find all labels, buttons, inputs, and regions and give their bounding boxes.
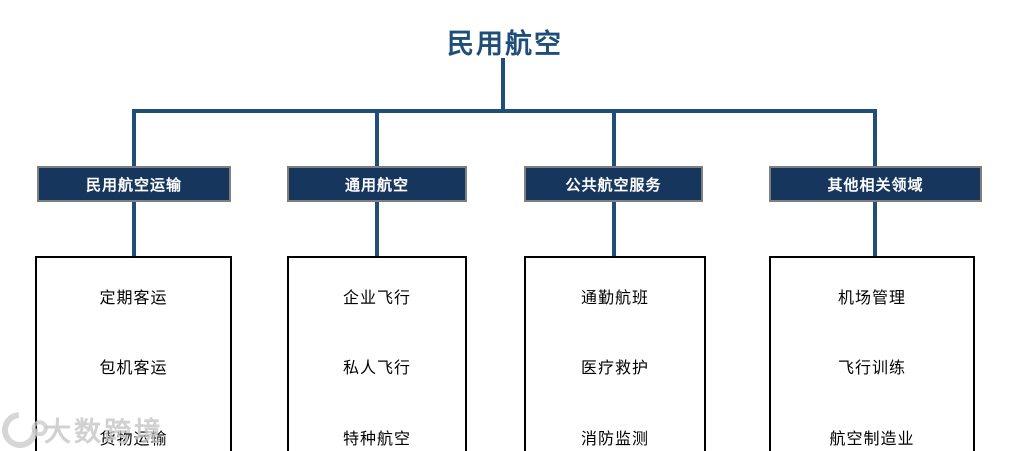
connector-branch-line <box>375 111 379 166</box>
category-label: 通用航空 <box>344 176 409 194</box>
list-item: 机场管理 <box>837 290 906 307</box>
items-box-public-services: 通勤航班 医疗救护 消防监测 <box>524 256 706 451</box>
category-box-other-fields: 其他相关领域 <box>769 166 982 202</box>
list-item: 航空制造业 <box>829 431 915 448</box>
list-item: 货物运输 <box>99 431 168 448</box>
connector-branch-line <box>132 111 136 166</box>
list-item: 消防监测 <box>580 431 649 448</box>
list-item: 通勤航班 <box>580 290 649 307</box>
list-item: 包机客运 <box>99 360 168 377</box>
items-box-other-fields: 机场管理 飞行训练 航空制造业 <box>769 256 975 451</box>
connector-branch-line <box>873 202 877 256</box>
connector-branch-line <box>612 202 616 256</box>
connector-branch-line <box>375 202 379 256</box>
category-label: 公共航空服务 <box>565 176 662 194</box>
list-item: 私人飞行 <box>342 360 411 377</box>
items-box-civil-transport: 定期客运 包机客运 货物运输 <box>35 256 232 451</box>
category-box-general-aviation: 通用航空 <box>287 166 467 202</box>
category-box-civil-transport: 民用航空运输 <box>37 166 231 202</box>
list-item: 定期客运 <box>99 290 168 307</box>
category-box-public-services: 公共航空服务 <box>524 166 703 202</box>
category-label: 民用航空运输 <box>85 176 182 194</box>
category-label: 其他相关领域 <box>827 176 924 194</box>
connector-branch-line <box>612 111 616 166</box>
list-item: 飞行训练 <box>837 360 906 377</box>
list-item: 企业飞行 <box>342 290 411 307</box>
list-item: 特种航空 <box>342 431 411 448</box>
list-item: 医疗救护 <box>580 360 649 377</box>
chart-title: 民用航空 <box>447 29 563 59</box>
connector-root-stem <box>501 58 505 111</box>
connector-branch-line <box>132 202 136 256</box>
items-box-general-aviation: 企业飞行 私人飞行 特种航空 <box>287 256 467 451</box>
connector-horizontal-bar <box>132 109 877 113</box>
connector-branch-line <box>873 111 877 166</box>
